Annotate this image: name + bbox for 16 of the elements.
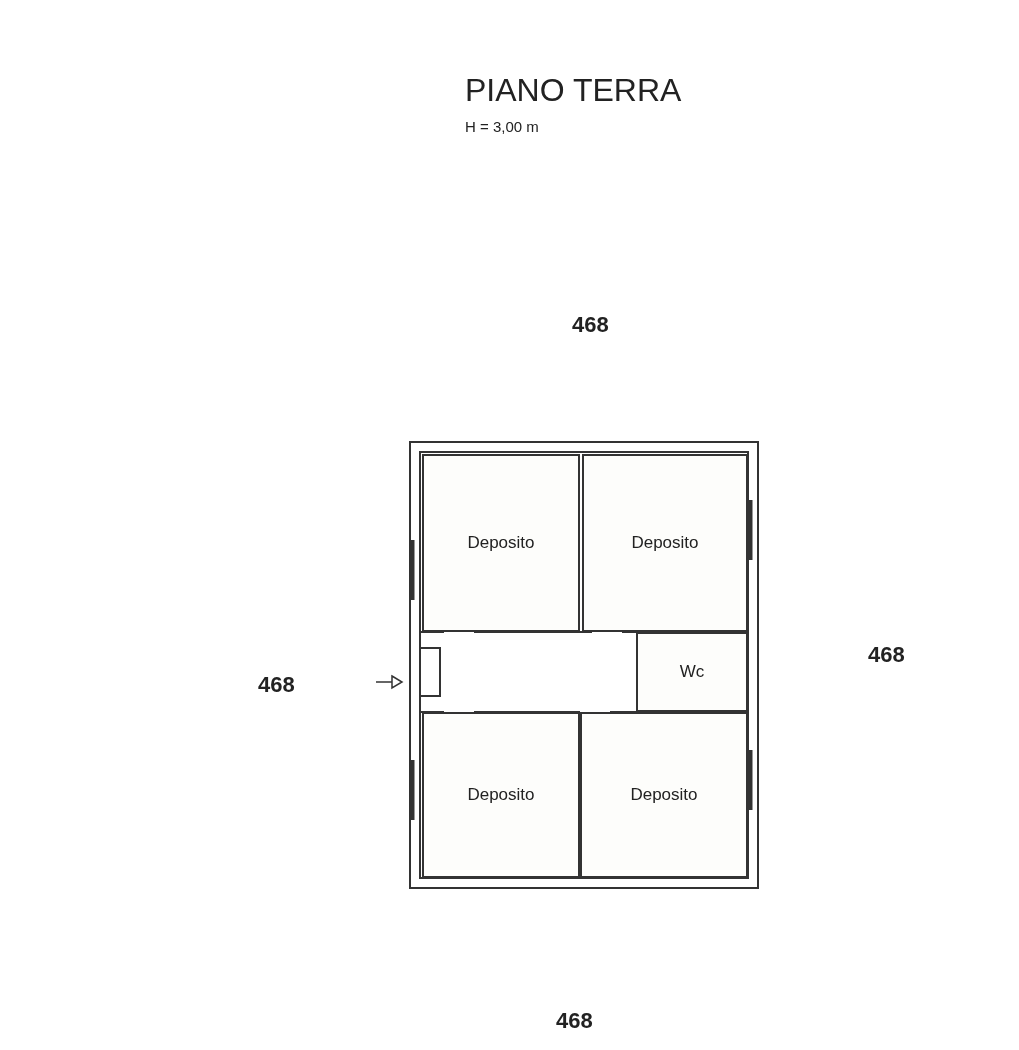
room xyxy=(422,454,580,632)
dimension-label: 468 xyxy=(868,642,905,668)
room-label: Deposito xyxy=(630,785,698,805)
room-label: Deposito xyxy=(631,533,699,553)
room xyxy=(636,632,748,712)
dimension-label: 468 xyxy=(556,1008,593,1034)
room-label: Wc xyxy=(679,662,705,682)
room-label: Deposito xyxy=(467,785,535,805)
room-label: Deposito xyxy=(467,533,535,553)
height-note: H = 3,00 m xyxy=(465,118,539,135)
room xyxy=(422,712,580,878)
room xyxy=(582,454,748,632)
title: PIANO TERRA xyxy=(465,72,682,109)
dimension-label: 468 xyxy=(258,672,295,698)
dimension-label: 468 xyxy=(572,312,609,338)
room xyxy=(580,712,748,878)
